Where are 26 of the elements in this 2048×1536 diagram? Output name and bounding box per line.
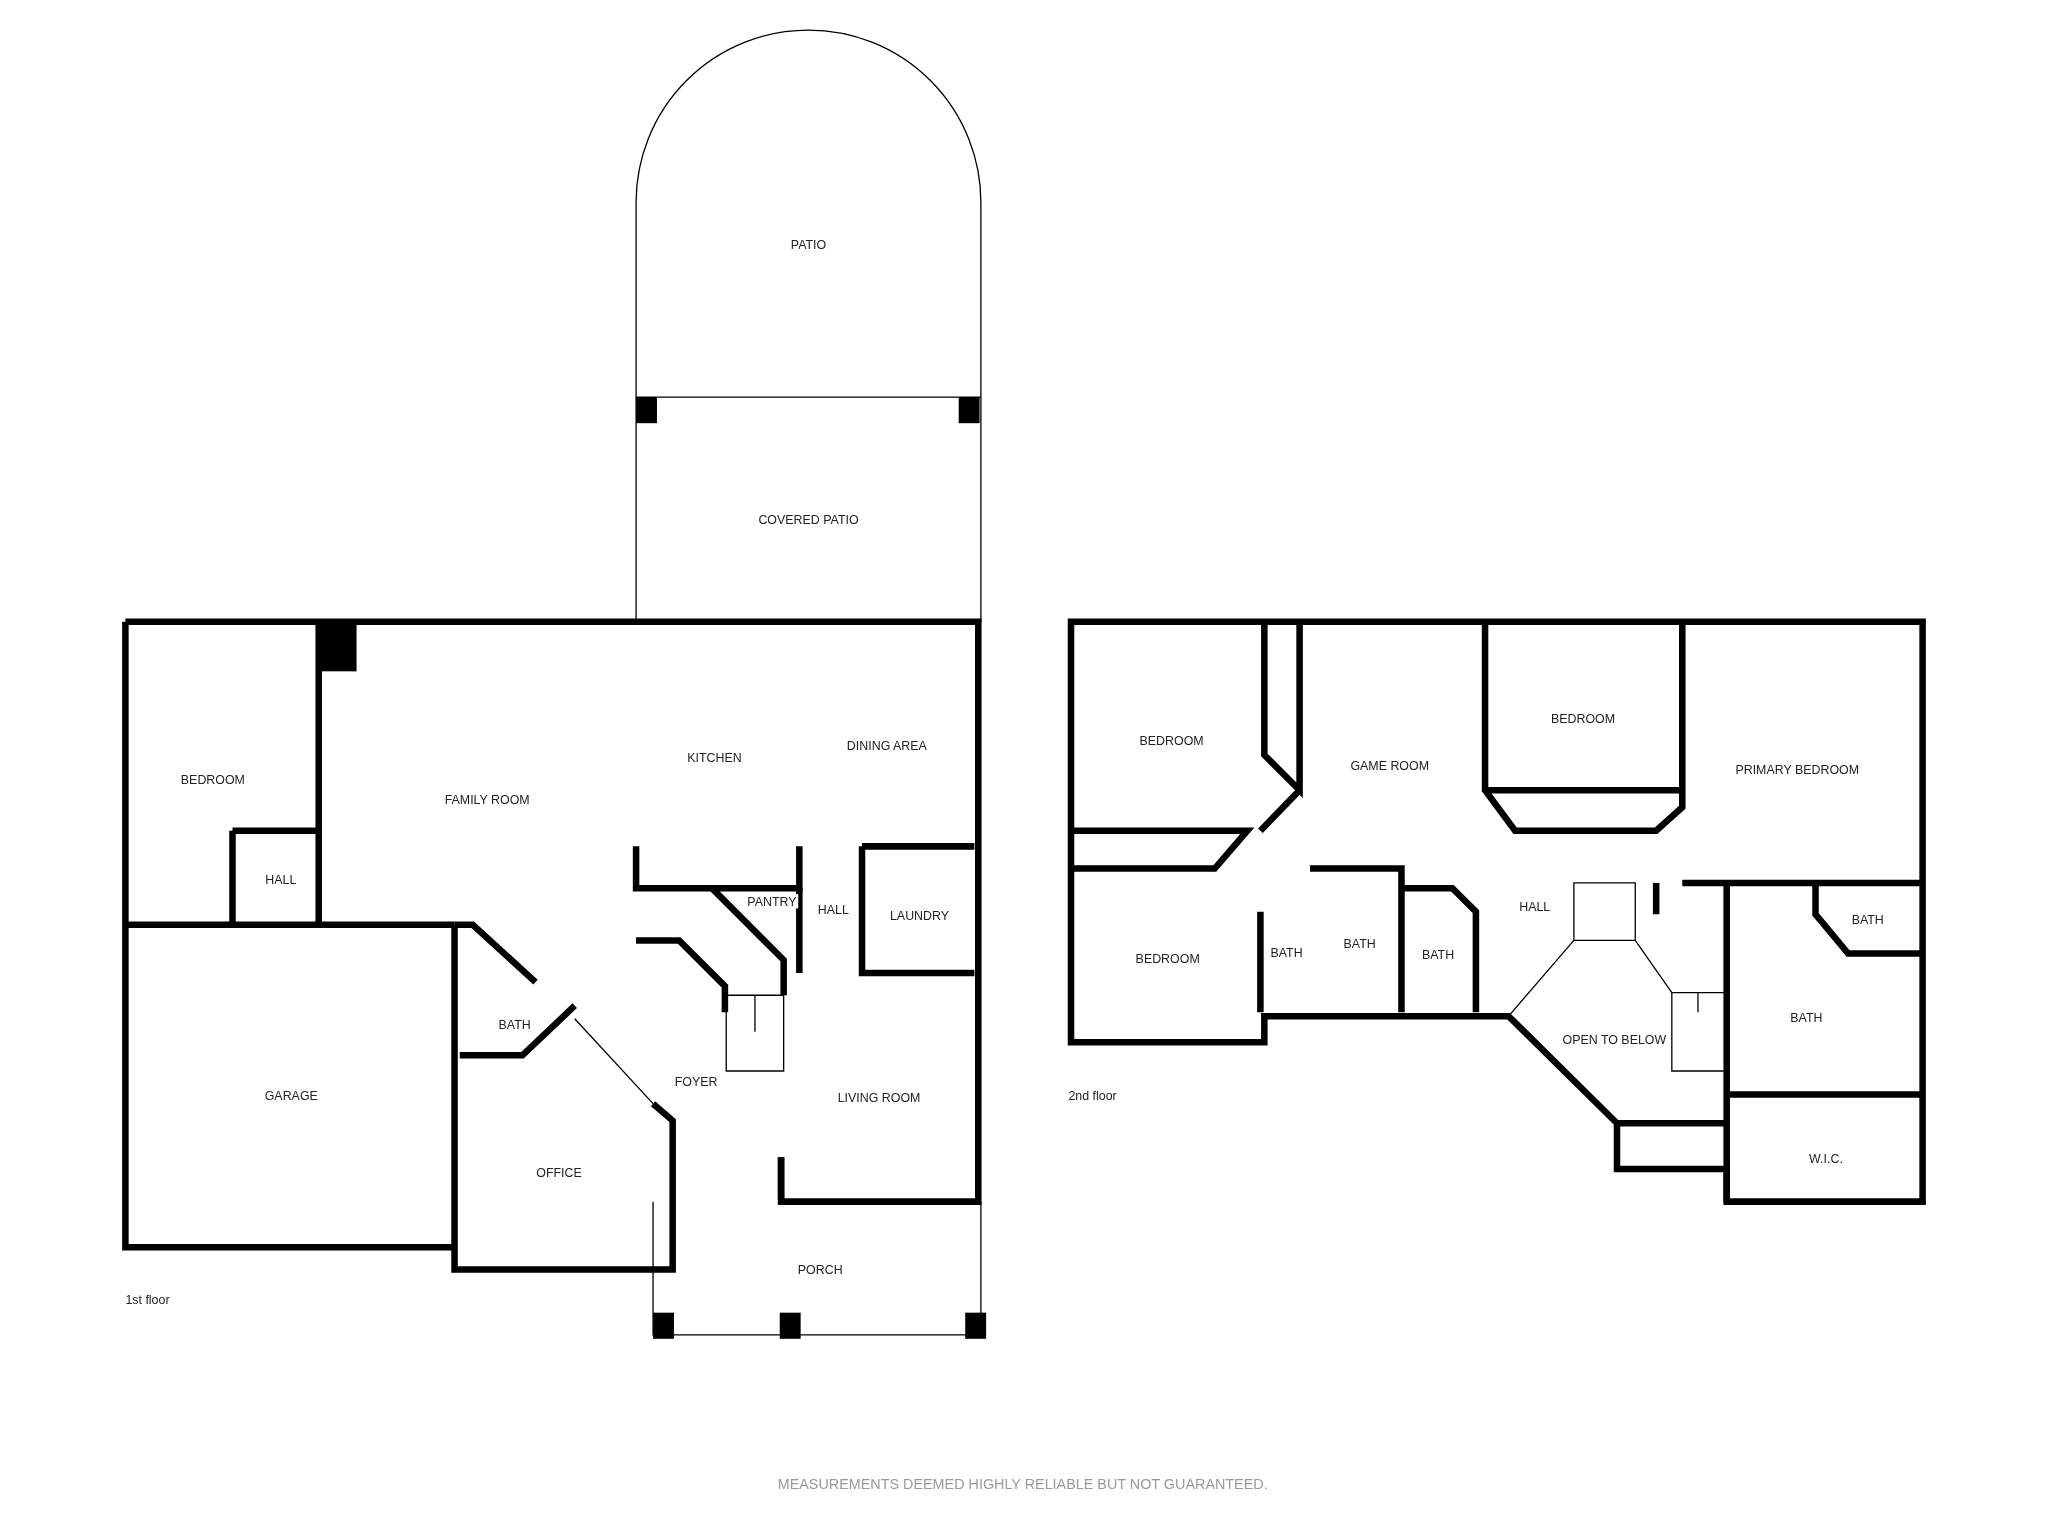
footer-note: MEASUREMENTS DEEMED HIGHLY RELIABLE BUT NOT GUARANTEED. [777, 1475, 1268, 1492]
room-label: GARAGE [263, 1088, 320, 1103]
room-label: LAUNDRY [888, 908, 951, 923]
room-label: BATH [1850, 912, 1886, 927]
room-label: HALL [1517, 899, 1552, 914]
room-label: COVERED PATIO [757, 512, 860, 527]
room-label: GAME ROOM [1349, 758, 1431, 773]
room-label: BEDROOM [1134, 951, 1202, 966]
room-label: FAMILY ROOM [443, 792, 531, 807]
room-label: BEDROOM [1549, 711, 1617, 726]
room-label: PANTRY [746, 894, 798, 909]
room-label: W.I.C. [1807, 1151, 1845, 1166]
room-label: PORCH [796, 1262, 844, 1277]
room-label: BATH [1420, 947, 1456, 962]
room-label: DINING AREA [845, 738, 929, 753]
room-label: KITCHEN [685, 750, 743, 765]
room-label: BATH [1269, 945, 1304, 960]
room-label: PRIMARY BEDROOM [1734, 762, 1861, 777]
room-label: PATIO [789, 237, 828, 252]
room-label: BATH [1788, 1010, 1824, 1025]
floor-label: 1st floor [125, 1291, 170, 1307]
room-label: BEDROOM [1138, 733, 1205, 748]
room-label: OPEN TO BELOW [1561, 1032, 1668, 1047]
floor-label: 2nd floor [1068, 1088, 1117, 1103]
room-label: BEDROOM [179, 772, 247, 787]
room-label: FOYER [673, 1074, 719, 1089]
